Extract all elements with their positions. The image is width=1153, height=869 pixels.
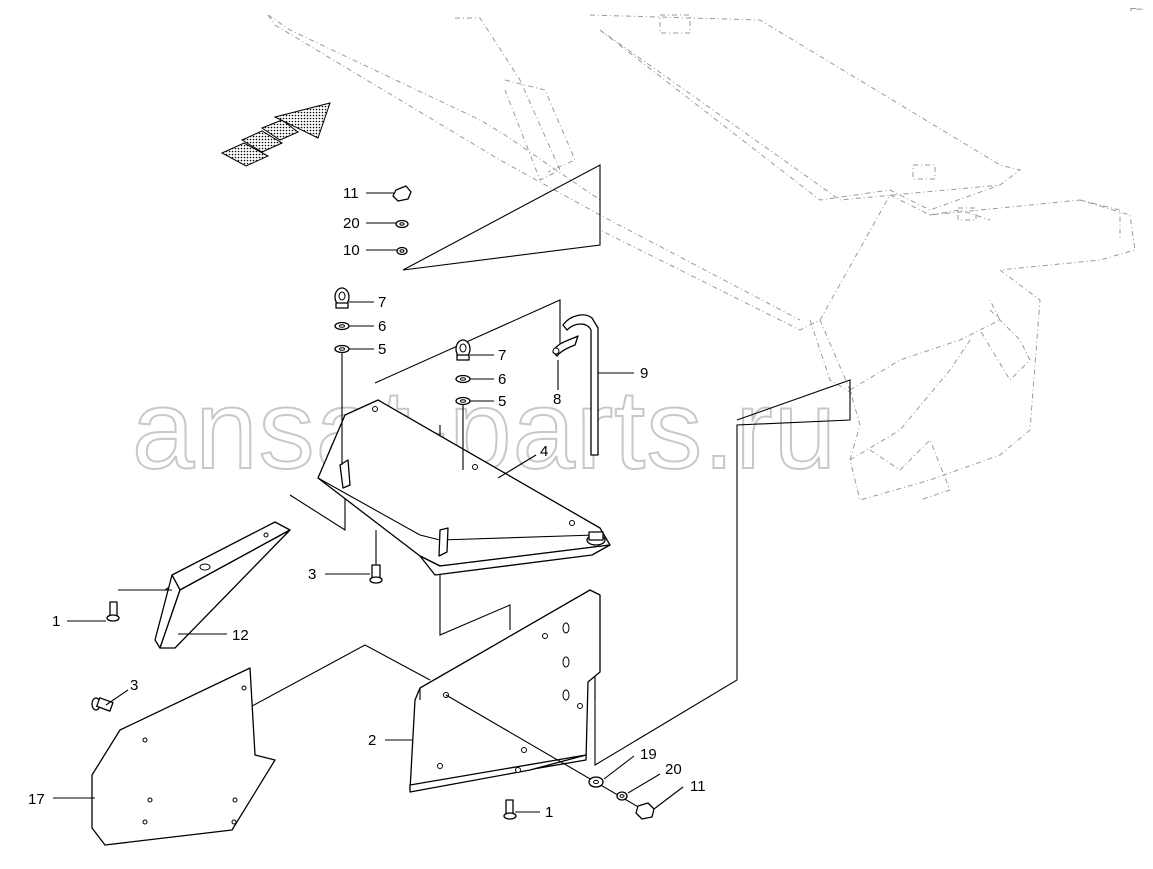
callout-9: 9 — [640, 365, 648, 382]
callout-17: 17 — [28, 791, 45, 808]
callout-1-left: 1 — [52, 613, 60, 630]
callout-3-lower: 3 — [130, 677, 138, 694]
part-9-rod — [562, 314, 599, 456]
part-8-clip — [552, 335, 579, 357]
corner-mark: ⌐– — [1130, 3, 1143, 15]
callout-19: 19 — [640, 746, 657, 763]
direction-arrow-icon — [220, 102, 331, 167]
callout-11-bottom: 11 — [690, 778, 706, 795]
callout-20-top: 20 — [343, 215, 360, 232]
callout-6-middle: 6 — [498, 371, 506, 388]
callout-4: 4 — [540, 443, 548, 460]
hardware-stack-bottom-right — [445, 694, 655, 820]
callout-6-left: 6 — [378, 318, 386, 335]
callout-12: 12 — [232, 627, 249, 644]
callout-3-upper: 3 — [308, 566, 316, 583]
callout-7-middle: 7 — [498, 347, 506, 364]
bolt-3-upper — [369, 530, 383, 584]
bolt-3-lower — [91, 697, 114, 712]
callout-10: 10 — [343, 242, 360, 259]
callout-2: 2 — [368, 732, 376, 749]
callout-20-bottom: 20 — [665, 761, 682, 778]
callout-labels: 11 20 10 7 6 5 7 6 5 8 9 4 3 1 12 3 2 17… — [28, 185, 706, 821]
part-2-side-plate — [409, 589, 601, 793]
leader-lines — [53, 192, 684, 813]
callout-5-middle: 5 — [498, 393, 506, 410]
part-4-plate — [317, 399, 611, 576]
callout-8: 8 — [553, 391, 561, 408]
part-12-bracket — [154, 521, 291, 649]
callout-1-bottom: 1 — [545, 804, 553, 821]
part-17-plate — [91, 667, 276, 846]
callout-11-top: 11 — [343, 185, 359, 202]
callout-7-left: 7 — [378, 294, 386, 311]
hardware-stack-left — [334, 287, 350, 465]
hardware-stack-middle — [455, 339, 471, 470]
callout-5-left: 5 — [378, 341, 386, 358]
bolt-1-left — [106, 601, 120, 622]
bolt-1-bottom — [503, 799, 517, 820]
hardware-stack-top — [392, 185, 412, 256]
